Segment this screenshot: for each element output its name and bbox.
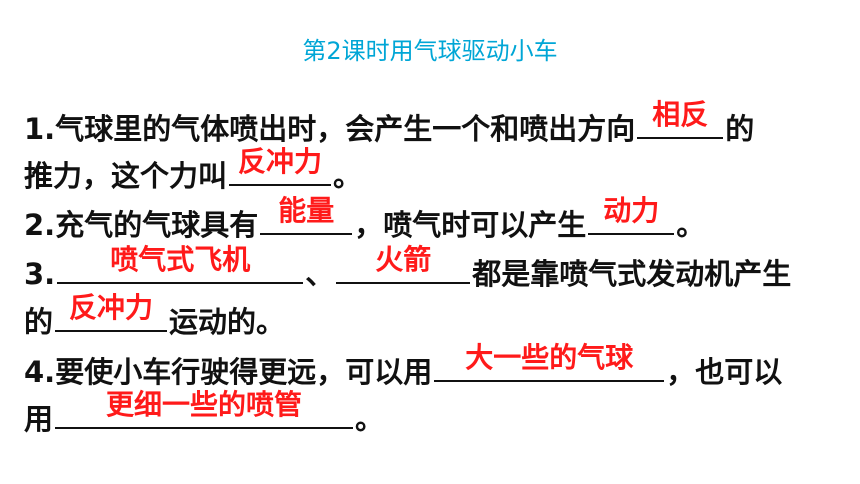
question-4-text-2: ，也可以 — [666, 355, 783, 389]
page-title: 第2课时用气球驱动小车 — [302, 37, 558, 65]
question-1-number: 1. — [24, 112, 56, 146]
question-3-line-2-start: 的 — [24, 305, 54, 339]
question-1-blank-2: 反冲力 — [229, 145, 332, 186]
question-3-answer-3: 反冲力 — [69, 291, 154, 324]
question-3-blank-3: 反冲力 — [55, 291, 168, 332]
question-1-text: 气球里的气体喷出时，会产生一个和喷出方向 — [55, 112, 636, 146]
question-2-text-2: ，喷气时可以产生 — [354, 208, 587, 242]
question-4-blank-2: 更细一些的喷管 — [55, 388, 354, 429]
question-1-blank-1: 相反 — [637, 98, 724, 139]
question-2-end: 。 — [676, 208, 706, 242]
question-2-number: 2. — [24, 208, 56, 242]
question-4-number: 4. — [24, 355, 56, 389]
question-1-answer-2: 反冲力 — [238, 145, 323, 178]
question-1-line-2-end: 。 — [333, 159, 363, 193]
question-3-line-1: 3. 喷气式飞机 、 火箭 都是靠喷气式发动机产生 — [24, 243, 792, 292]
question-1-line-2: 推力，这个力叫反冲力。 — [24, 145, 363, 194]
question-3-line-2-end: 运动的。 — [169, 305, 286, 339]
question-3-blank-2: 火箭 — [336, 243, 471, 284]
question-1-answer-1: 相反 — [652, 98, 709, 131]
question-2-text-1: 充气的气球具有 — [55, 208, 259, 242]
question-2-answer-2: 动力 — [603, 194, 660, 227]
question-2-answer-1: 能量 — [278, 194, 335, 227]
question-4-line-2-start: 用 — [24, 402, 54, 436]
question-1-line-1-end: 的 — [725, 112, 755, 146]
question-3-number: 3. — [24, 257, 56, 291]
question-3-line-2: 的反冲力运动的。 — [24, 291, 286, 340]
question-4-line-2: 用 更细一些的喷管 。 — [24, 388, 385, 437]
question-4-blank-1: 大一些的气球 — [434, 341, 665, 382]
question-3-line-1-end: 都是靠喷气式发动机产生 — [472, 257, 792, 291]
question-1-line-2-text: 推力，这个力叫 — [24, 159, 228, 193]
question-4-answer-1: 大一些的气球 — [465, 341, 634, 374]
question-3-separator: 、 — [305, 257, 335, 291]
question-3-answer-2: 火箭 — [375, 243, 432, 276]
question-3-answer-1: 喷气式飞机 — [110, 243, 251, 276]
question-4-line-1: 4.要使小车行驶得更远，可以用大一些的气球 ，也可以 — [24, 341, 783, 390]
question-3-blank-1: 喷气式飞机 — [57, 243, 304, 284]
question-1-line-1: 1.气球里的气体喷出时，会产生一个和喷出方向相反的 — [24, 98, 755, 147]
question-2-blank-2: 动力 — [588, 194, 675, 235]
question-4-end: 。 — [355, 402, 385, 436]
question-2-line: 2.充气的气球具有能量 ，喷气时可以产生动力。 — [24, 194, 706, 243]
question-2-blank-1: 能量 — [260, 194, 353, 235]
question-4-answer-2: 更细一些的喷管 — [106, 388, 303, 421]
question-4-text-1: 要使小车行驶得更远，可以用 — [55, 355, 433, 389]
